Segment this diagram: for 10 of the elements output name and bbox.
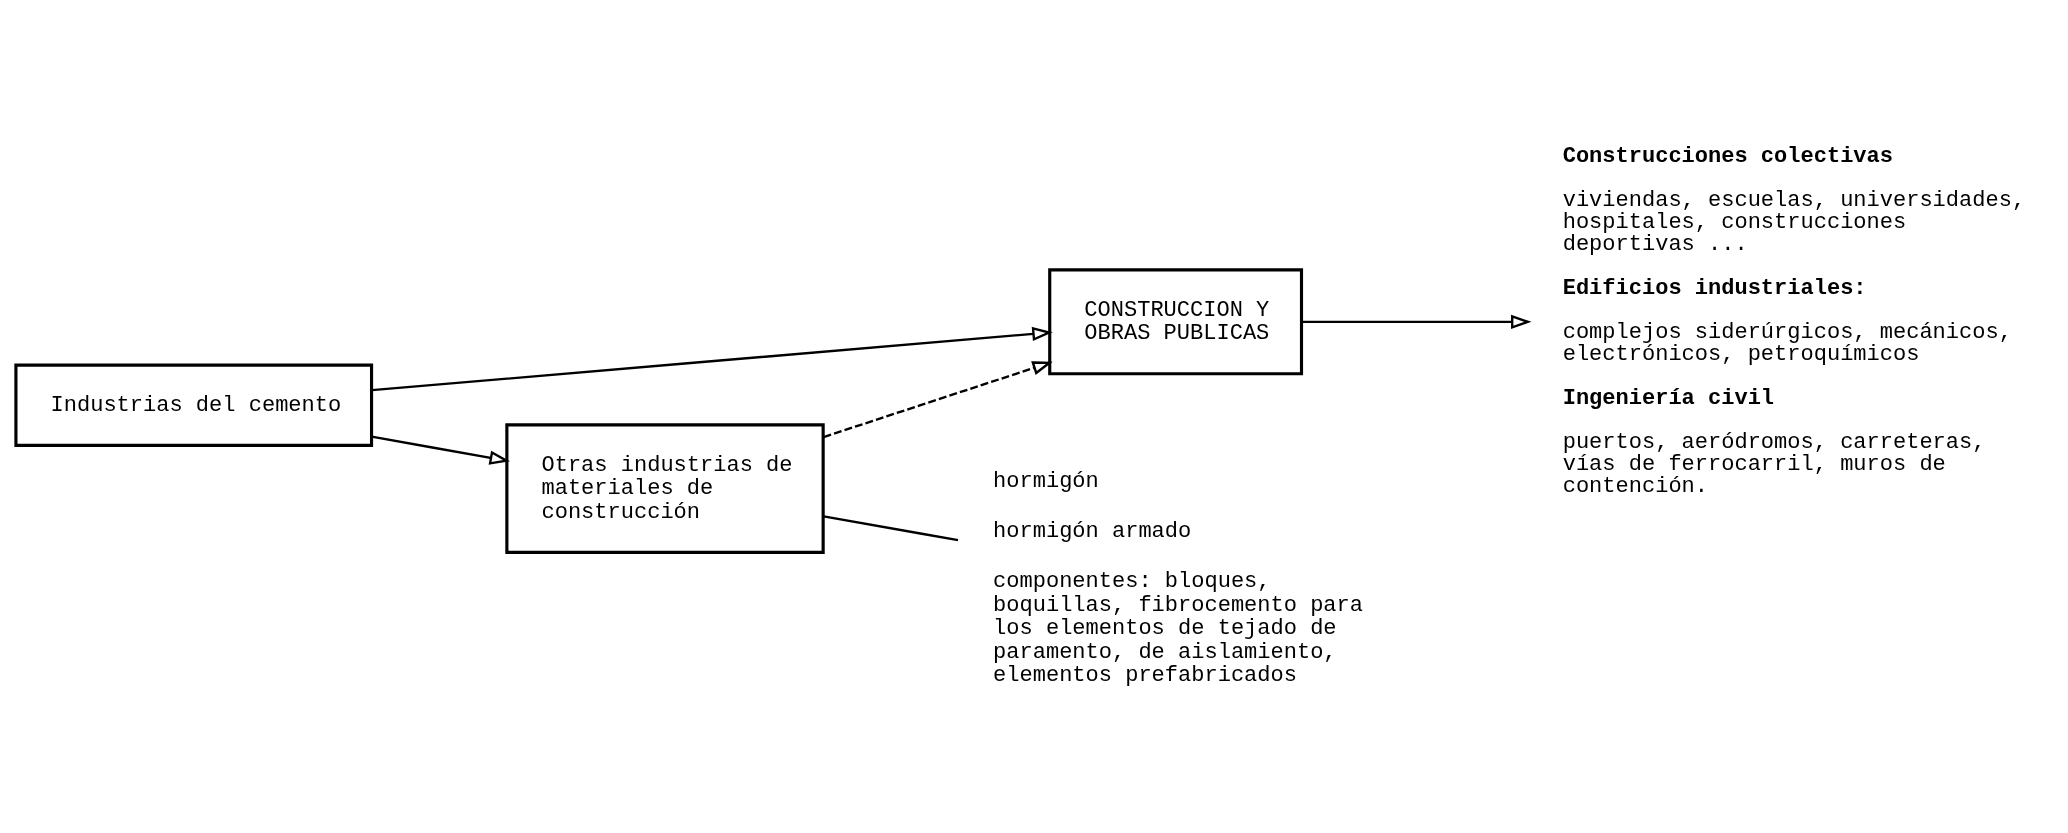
node-box: CONSTRUCCION Y OBRAS PUBLICAS — [1048, 268, 1304, 376]
arrow — [371, 435, 511, 465]
arrow — [371, 326, 1053, 392]
arrow — [1301, 314, 1532, 330]
node-box: Otras industrias de materiales de construcción — [505, 423, 825, 554]
node-box: Industrias del cemento — [14, 363, 374, 447]
node-text: hormigón hormigón armado componentes: bloques, boquillas, fibrocemento para los elementos de tejado de paramento, de aislamiento, elementos prefabricados — [993, 468, 1364, 689]
connector — [823, 515, 959, 542]
node-text: Construcciones colectivas viviendas, escuelas, universidades, hospitales, construcciones deportivas ... Edificios industriales: complejos siderúrgicos, mecánicos, electrónicos, petroquímicos Ingeniería civil puertos, aeródromos, carreteras, vías de ferrocarril, muros de contención. — [1562, 143, 2026, 500]
arrow — [823, 361, 1053, 439]
